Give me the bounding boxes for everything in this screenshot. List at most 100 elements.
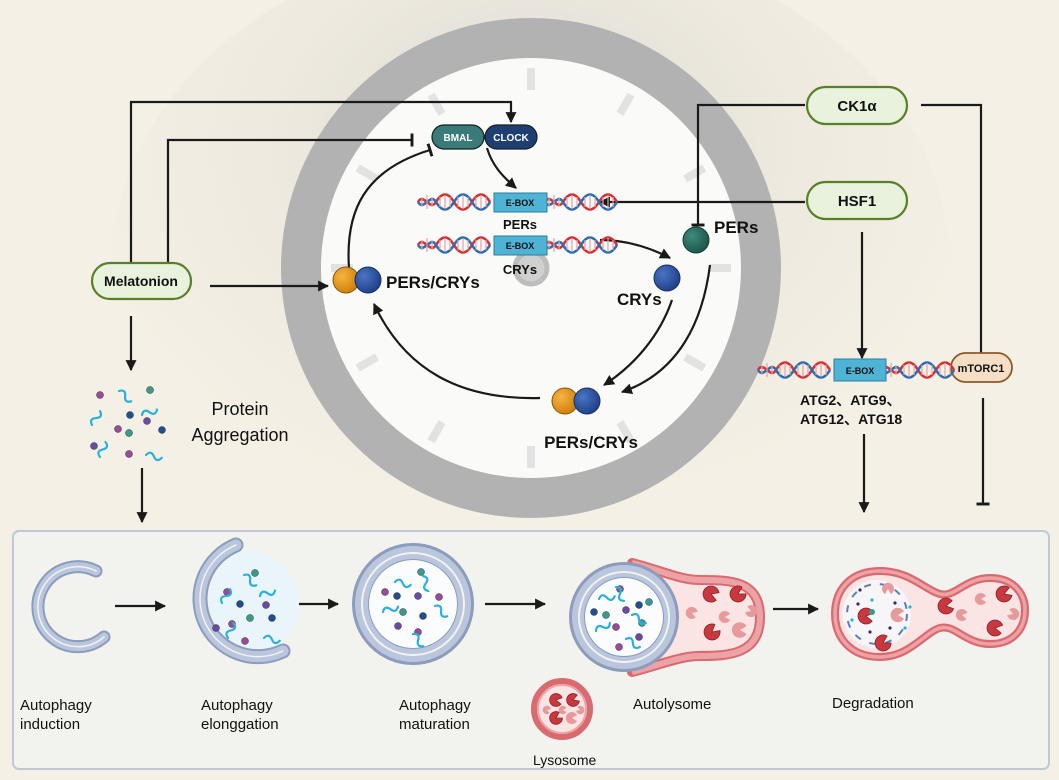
- degraded-fragment: [858, 588, 862, 592]
- cry-ball-icon: [573, 387, 601, 415]
- hydrolase-enzyme: [937, 597, 955, 615]
- cargo-fiber: [117, 389, 133, 403]
- hydrolase-enzyme: [702, 585, 720, 603]
- cargo-fiber: [393, 578, 412, 589]
- cargo-dot: [146, 386, 154, 394]
- clock-node: [484, 124, 538, 150]
- cargo-dot: [393, 592, 401, 600]
- complex-bottom-label: PERs/CRYs: [544, 433, 638, 452]
- hsf1-label: HSF1: [838, 193, 876, 210]
- cargo-dot: [212, 624, 220, 632]
- cargo-dot: [590, 608, 598, 616]
- ck1a-label: CK1α: [837, 98, 877, 115]
- degraded-fragment: [868, 630, 872, 634]
- degraded-fragment: [856, 602, 860, 606]
- hydrolase-enzyme-light: [575, 705, 585, 715]
- cargo-dot: [158, 426, 166, 434]
- cargo-dot: [645, 598, 653, 606]
- stage-4-label: Autolysome: [633, 696, 711, 713]
- hydrolase-enzyme: [986, 619, 1004, 637]
- hydrolase-enzyme-light: [890, 607, 904, 623]
- cargo-dot: [419, 612, 427, 620]
- cargo-dot: [602, 611, 610, 619]
- stage-3-line2: maturation: [399, 716, 470, 733]
- clock-to-ebox-arrow: [485, 147, 517, 189]
- cargo-dot: [381, 588, 389, 596]
- elongation-autophagosome-icon: [192, 537, 299, 665]
- cargo-dot: [125, 429, 133, 437]
- cargo-fiber: [597, 594, 616, 601]
- protein-aggregation-line1: Protein: [211, 399, 268, 419]
- clock-tick: [616, 92, 635, 116]
- cargo-dot: [114, 425, 122, 433]
- cargo-dot: [417, 568, 425, 576]
- melatonion-inhibits-bmal: [166, 133, 414, 262]
- crys-gene: E-BOX CRYs: [416, 235, 619, 277]
- hydrolase-enzyme: [703, 623, 721, 641]
- cargo-fiber: [262, 634, 281, 645]
- ck1a-inhibits-pers: [691, 103, 805, 227]
- degraded-fragment: [888, 626, 892, 630]
- cargo-fiber: [219, 588, 233, 605]
- degradation-icon: [830, 566, 1030, 662]
- gene-crys-label: CRYs: [503, 262, 537, 277]
- ebox-crys: [493, 235, 548, 256]
- hydrolase-enzyme-light: [974, 593, 986, 605]
- lysosome-icon: [531, 678, 593, 740]
- hydrolase-enzyme-light: [882, 582, 894, 594]
- ebox-label: E-BOX: [846, 366, 875, 376]
- hydrolase-enzyme-light: [1007, 608, 1020, 621]
- degraded-fragment: [850, 618, 854, 622]
- pers-to-complex-arrow: [620, 264, 712, 394]
- cargo-fiber: [242, 573, 258, 587]
- crys-protein-icon: [653, 264, 681, 292]
- clock-tick: [683, 353, 707, 372]
- cargo-dot: [399, 608, 407, 616]
- cargo-fiber: [140, 408, 159, 417]
- bmal-node: [431, 124, 485, 150]
- stage-1-line2: induction: [20, 716, 80, 733]
- clock-tick: [355, 353, 379, 372]
- ck1a-node: CK1α: [805, 85, 909, 126]
- cargo-dot: [125, 450, 133, 458]
- hydrolase-enzyme-light: [565, 712, 577, 724]
- complex-to-left-complex-arrow: [373, 303, 541, 400]
- protein-aggregate-icon: [89, 386, 166, 462]
- cargo-dot: [435, 593, 443, 601]
- clock-label: CLOCK: [493, 133, 529, 144]
- cargo-dot: [241, 637, 249, 645]
- hydrolase-enzyme-light: [745, 605, 758, 618]
- hydrolase-enzyme-light: [542, 705, 552, 715]
- pathway-connectors: [125, 100, 990, 524]
- cargo-dot: [236, 600, 244, 608]
- cargo-fiber: [433, 604, 449, 618]
- degraded-fragment: [903, 626, 907, 630]
- hydrolase-enzyme-light: [955, 608, 968, 621]
- clock-tick: [683, 164, 707, 183]
- cargo-fiber: [630, 612, 647, 626]
- cargo-fiber: [421, 574, 430, 593]
- crys-protein-label: CRYs: [617, 290, 662, 309]
- gene-pers-label: PERs: [503, 217, 537, 232]
- autolysosome-icon: [569, 558, 765, 677]
- hydrolase-enzyme: [566, 693, 580, 707]
- crys-to-complex-arrow: [603, 299, 674, 386]
- ck1a-to-mtorc1-arrow: [921, 103, 987, 369]
- degraded-fragment: [870, 598, 874, 602]
- mtorc1-node: mTORC1: [950, 352, 1013, 383]
- cargo-dot: [414, 592, 422, 600]
- degraded-fragment: [869, 609, 875, 615]
- hydrolase-enzyme: [995, 585, 1013, 603]
- mature-autophagosome-icon: [352, 543, 474, 665]
- cargo-dot: [394, 622, 402, 630]
- ebox-pers: [493, 192, 548, 213]
- bmal-clock-complex: BMAL CLOCK: [431, 124, 538, 150]
- cargo-fiber: [614, 585, 626, 602]
- cargo-fiber: [97, 440, 109, 459]
- cargo-fiber: [381, 605, 400, 614]
- clock-tick: [616, 420, 635, 444]
- cargo-dot: [143, 417, 151, 425]
- cargo-dot: [246, 614, 254, 622]
- cargo-dot: [635, 601, 643, 609]
